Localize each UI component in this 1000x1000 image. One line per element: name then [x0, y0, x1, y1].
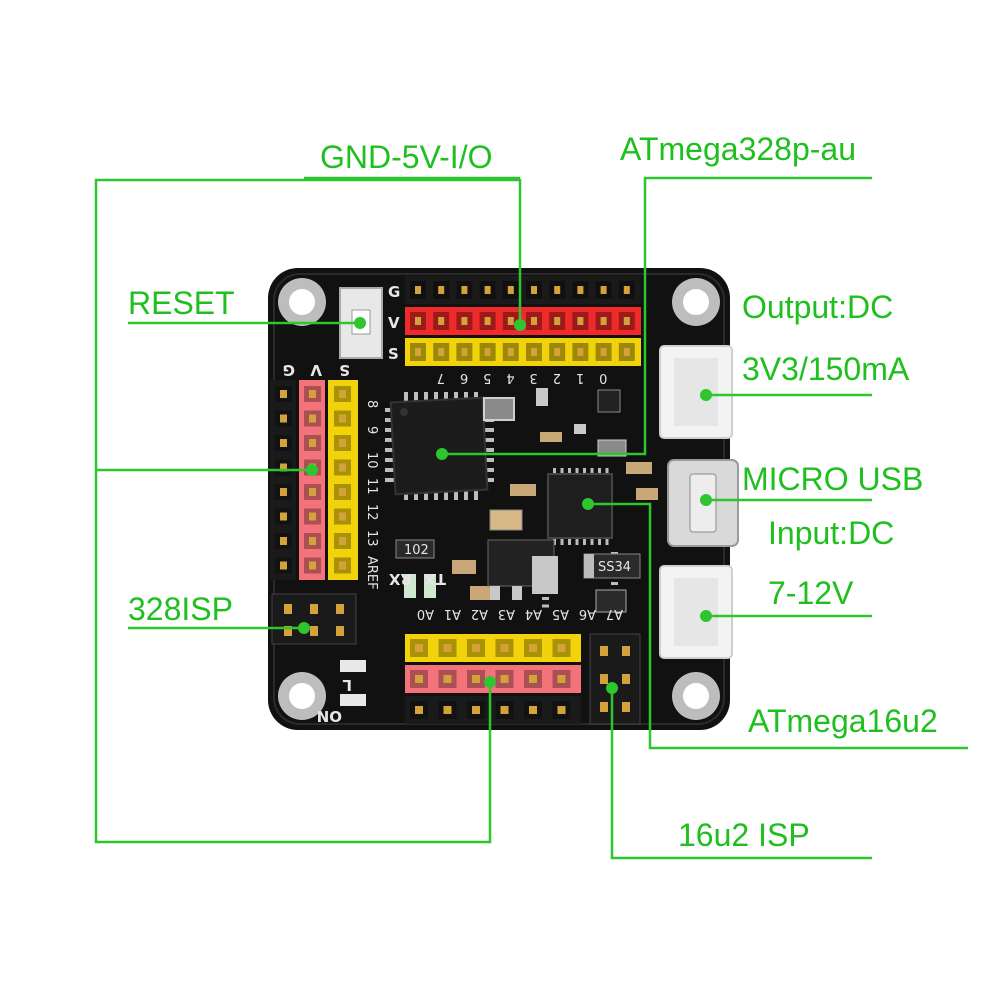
pin-header-icon: [600, 646, 608, 656]
top-pin-number: 6: [460, 370, 468, 385]
chip-marking: 102: [404, 543, 429, 558]
bottom-pin-number: A2: [471, 606, 488, 621]
col-v-label: V: [310, 361, 322, 379]
left-pin-number: 12: [364, 504, 379, 521]
top-pin-number: 5: [483, 370, 491, 385]
label-input-rating: 7-12V: [768, 575, 854, 611]
bottom-pin-number: A5: [552, 606, 569, 621]
bottom-pin-number: A7: [606, 606, 623, 621]
callout-labels: GND-5V-I/O ATmega328p-au RESET Output:DC…: [128, 131, 938, 853]
label-atmega328: ATmega328p-au: [620, 131, 856, 167]
label-16u2-isp: 16u2 ISP: [678, 817, 810, 853]
label-reset: RESET: [128, 285, 235, 321]
pin-header-icon: [284, 626, 292, 636]
bottom-pin-number: A1: [444, 606, 461, 621]
row-s-label: S: [388, 345, 399, 363]
pin-header-icon: [622, 674, 630, 684]
pin-header-icon: [284, 604, 292, 614]
left-pin-number: AREF: [364, 556, 379, 590]
top-pin-number: 7: [437, 370, 445, 385]
mounting-hole-icon: [672, 278, 720, 326]
left-pin-number: 13: [364, 530, 379, 547]
label-output-dc: Output:DC: [742, 289, 893, 325]
pin-header-icon: [622, 702, 630, 712]
label-gnd-5v-io: GND-5V-I/O: [320, 139, 492, 175]
pin-header-icon: [336, 604, 344, 614]
top-pin-number: 0: [599, 370, 607, 385]
pin-header-icon: [310, 626, 318, 636]
status-leds: L ON: [317, 660, 366, 725]
mounting-hole-icon: [278, 278, 326, 326]
left-pin-number: 8: [364, 400, 379, 408]
label-328isp: 328ISP: [128, 591, 233, 627]
mounting-hole-icon: [278, 672, 326, 720]
col-s-label: S: [339, 361, 350, 379]
pin-header-icon: [600, 702, 608, 712]
left-pin-number: 9: [364, 426, 379, 434]
label-output-rating: 3V3/150mA: [742, 351, 910, 387]
callout-lines: [94, 176, 968, 860]
row-v-label: V: [388, 314, 400, 332]
row-g-label: G: [388, 283, 400, 301]
mounting-hole-icon: [672, 672, 720, 720]
bottom-pin-header: A0 A1 A2 A3 A4 A5 A6 A7: [405, 606, 623, 724]
pin-header-icon: [622, 646, 630, 656]
left-pin-number: 10: [364, 452, 379, 469]
on-label: ON: [317, 707, 342, 725]
diode-marking: SS34: [598, 560, 631, 575]
pcb-body: [268, 268, 730, 730]
bottom-pin-number: A6: [579, 606, 596, 621]
isp-16u2-header: [589, 633, 641, 725]
label-micro-usb: MICRO USB: [742, 461, 923, 497]
tx-rx-area: TX RX: [388, 570, 446, 598]
jst-connector-icon: [659, 565, 733, 659]
top-pin-number: 2: [553, 370, 561, 385]
smd-components: 102 SS34: [395, 388, 658, 613]
top-pin-number: 3: [530, 370, 538, 385]
bottom-pin-number: A3: [498, 606, 515, 621]
jst-connector-icon: [659, 345, 733, 439]
rx-label: RX: [388, 570, 412, 588]
bottom-pin-number: A0: [417, 606, 434, 621]
top-pin-number: 1: [576, 370, 584, 385]
pin-header-icon: [336, 626, 344, 636]
col-g-label: G: [283, 361, 295, 379]
pin-header-icon: [310, 604, 318, 614]
chip-icon: [385, 392, 494, 500]
l-label: L: [342, 676, 352, 694]
voltage-regulator: [487, 539, 558, 600]
callout-dots: [298, 317, 712, 694]
mounting-holes: [278, 278, 720, 720]
crystal: [483, 397, 515, 421]
isp-328-header: [271, 593, 357, 645]
bottom-pin-number: A4: [525, 606, 542, 621]
tx-label: TX: [424, 570, 446, 588]
left-pin-number: 11: [364, 478, 379, 495]
label-atmega16u2: ATmega16u2: [748, 703, 938, 739]
top-pin-number: 4: [506, 370, 514, 385]
label-input-dc: Input:DC: [768, 515, 894, 551]
pin-header-icon: [600, 674, 608, 684]
